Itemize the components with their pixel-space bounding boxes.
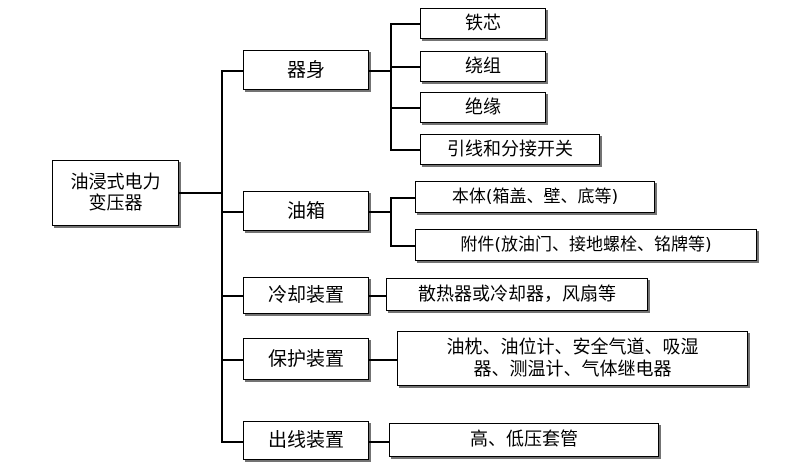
node-bushings[interactable]: 高、低压套管 xyxy=(389,423,659,457)
node-body-label: 器身 xyxy=(286,58,325,81)
connector-trunk-to-protection xyxy=(221,359,244,361)
connector-main-trunk xyxy=(221,70,223,441)
node-root-label: 油浸式电力 变压器 xyxy=(70,171,161,214)
node-core[interactable]: 铁芯 xyxy=(420,8,546,39)
node-core-label: 铁芯 xyxy=(465,12,501,34)
node-tank-accessories[interactable]: 附件(放油门、接地螺栓、铭牌等) xyxy=(415,229,757,261)
node-root[interactable]: 油浸式电力 变压器 xyxy=(52,160,179,226)
node-protection-items-label: 油枕、油位计、安全气道、吸湿 器、测温计、气体继电器 xyxy=(446,337,699,380)
node-protection-label: 保护装置 xyxy=(267,347,344,370)
connector-trunk-to-tank xyxy=(221,211,244,213)
connector-body-to-insulation xyxy=(390,107,421,109)
connector-tank-to-acc xyxy=(390,245,416,247)
node-cooling[interactable]: 冷却装置 xyxy=(243,277,369,314)
node-body[interactable]: 器身 xyxy=(243,50,369,90)
connector-cooling-to-radiator xyxy=(369,295,387,297)
connector-trunk-to-outlet xyxy=(221,441,244,443)
node-cooling-label: 冷却装置 xyxy=(267,284,344,307)
node-winding[interactable]: 绕组 xyxy=(420,51,546,82)
connector-root-stub xyxy=(179,192,222,194)
node-lead-switch-label: 引线和分接开关 xyxy=(447,138,573,160)
node-protection-items[interactable]: 油枕、油位计、安全气道、吸湿 器、测温计、气体继电器 xyxy=(397,331,748,386)
node-tank-label: 油箱 xyxy=(286,199,325,222)
node-tank-main-label: 本体(箱盖、壁、底等) xyxy=(451,186,619,207)
node-winding-label: 绕组 xyxy=(465,55,501,77)
connector-trunk-to-body xyxy=(221,70,244,72)
node-radiator-label: 散热器或冷却器，风扇等 xyxy=(418,283,616,305)
node-insulation[interactable]: 绝缘 xyxy=(420,92,546,123)
connector-tank-to-main xyxy=(390,197,416,199)
connector-body-trunk xyxy=(390,23,392,150)
connector-body-to-winding xyxy=(390,66,421,68)
node-bushings-label: 高、低压套管 xyxy=(470,429,578,451)
connector-body-to-lead xyxy=(390,149,421,151)
node-radiator[interactable]: 散热器或冷却器，风扇等 xyxy=(386,278,648,311)
node-tank[interactable]: 油箱 xyxy=(243,191,369,231)
node-tank-main[interactable]: 本体(箱盖、壁、底等) xyxy=(415,181,655,213)
connector-protection-to-items xyxy=(369,359,398,361)
connector-body-to-core xyxy=(390,23,421,25)
connector-trunk-to-cooling xyxy=(221,295,244,297)
node-outlet[interactable]: 出线装置 xyxy=(243,421,369,460)
node-outlet-label: 出线装置 xyxy=(267,429,344,452)
node-tank-accessories-label: 附件(放油门、接地螺栓、铭牌等) xyxy=(460,234,712,255)
node-lead-switch[interactable]: 引线和分接开关 xyxy=(420,134,600,165)
connector-tank-stub xyxy=(369,211,391,213)
node-protection[interactable]: 保护装置 xyxy=(243,338,369,380)
connector-body-stub xyxy=(369,70,391,72)
connector-outlet-to-bushings xyxy=(369,441,390,443)
connector-tank-trunk xyxy=(390,197,392,245)
node-insulation-label: 绝缘 xyxy=(465,96,501,118)
